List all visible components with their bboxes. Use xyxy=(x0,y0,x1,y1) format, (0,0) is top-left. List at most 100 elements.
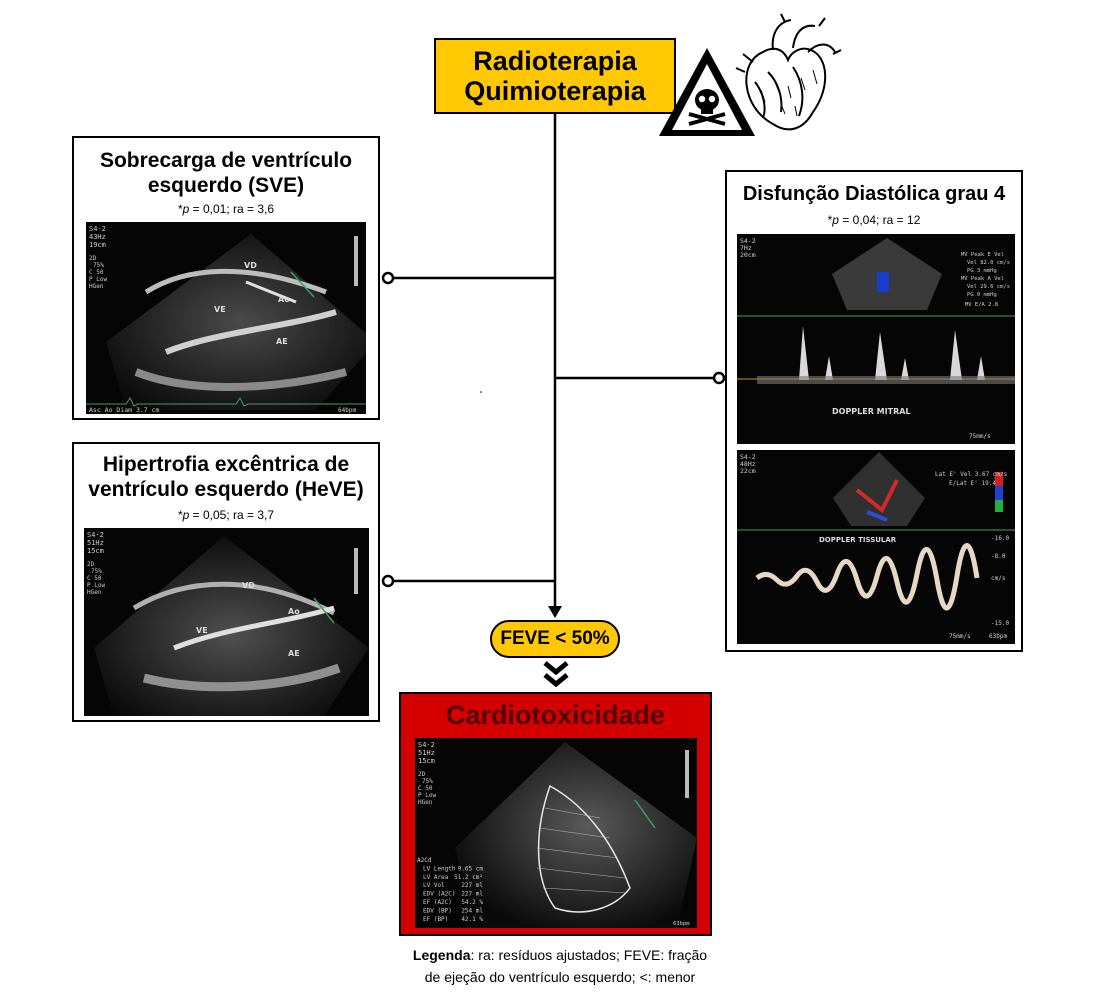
measurement-value: 42.1 % xyxy=(461,916,483,923)
heve-label-ve: VE xyxy=(196,626,208,635)
cardiotoxicity-title: Cardiotoxicidade xyxy=(445,700,666,730)
measurement-label: LV Vol xyxy=(423,882,445,889)
sve-title: Sobrecarga de ventrículo esquerdo (SVE) xyxy=(99,149,353,197)
heve-p-label: p xyxy=(182,508,190,522)
dd1-r5: Vel 29.6 cm/s xyxy=(967,284,1010,290)
measurement-value: 51.2 cm² xyxy=(454,874,483,881)
dd2-r2: E/Lat E' 19.4 xyxy=(949,480,996,487)
heve-echo-mode: 2D xyxy=(87,561,95,568)
dd2-hdr2: 48Hz xyxy=(740,460,756,468)
dd-stat: *p = 0,04; ra = 12 xyxy=(827,213,921,227)
dd1-hdr1: S4-2 xyxy=(740,237,756,245)
diastolic-dysfunction-box: Disfunção Diastólica grau 4 *p = 0,04; r… xyxy=(725,170,1023,652)
dd1-r4: MV Peak A Vel xyxy=(961,276,1004,282)
sve-echo-m2: C 50 xyxy=(89,269,104,276)
sve-echo-m1: 75% xyxy=(93,262,104,269)
heve-echo-hdr2: 51Hz xyxy=(87,539,104,547)
heve-echo-hdr1: S4-2 xyxy=(87,531,104,539)
legend-text-1: : ra: resíduos ajustados; FEVE: fração xyxy=(470,947,708,963)
cardiotoxicity-box: Cardiotoxicidade S4-2 51Hz 15cm 2D 75% C… xyxy=(399,692,712,936)
measurement-label: EDV (A2C) xyxy=(423,891,456,898)
sve-echo-image: S4-2 43Hz 19cm 2D 75% C 50 P Low HGen VD… xyxy=(86,222,366,414)
measurement-value: 227 ml xyxy=(461,891,483,898)
heve-echo-m4: HGen xyxy=(87,589,102,596)
cardio-echo-hdr1: S4-2 xyxy=(418,741,435,749)
dd-title: Disfunção Diastólica grau 4 xyxy=(742,183,1006,205)
heve-stat-text: = 0,05; ra = 3,7 xyxy=(189,508,275,522)
dd1-hdr3: 20cm xyxy=(740,251,756,259)
heve-title: Hipertrofia excêntrica de ventrículo esq… xyxy=(88,453,364,501)
dd-stat-text: = 0,04; ra = 12 xyxy=(838,213,921,227)
sve-label-vd: VD xyxy=(244,261,257,270)
dd1-r1: MV Peak E Vel xyxy=(961,252,1004,258)
feve-badge: FEVE < 50% xyxy=(490,620,620,658)
sve-echo-footer: Asc Ao Diam 3.7 cm xyxy=(89,406,160,414)
cardio-echo-hdr2: 51Hz xyxy=(418,749,435,757)
tissue-doppler-image: S4-2 48Hz 22cm Lat E' Vel 3.67 cm/s E/La… xyxy=(737,450,1015,644)
measurement-label: EF (BP) xyxy=(423,916,448,923)
dd2-s2: -16.0 xyxy=(991,535,1009,542)
sve-label-ae: AE xyxy=(276,337,288,346)
dd2-hdr3: 22cm xyxy=(740,467,756,475)
heve-label-ao: Ao xyxy=(288,607,300,616)
dd2-s4: -15.0 xyxy=(991,620,1009,627)
therapy-line-2: Quimioterapia xyxy=(464,76,646,106)
measurement-value: 9.65 cm xyxy=(458,865,484,872)
measurement-value: 254 ml xyxy=(461,907,483,914)
heve-label-ae: AE xyxy=(288,649,300,658)
cardio-echo-bpm: 63bpm xyxy=(673,921,690,927)
sve-echo-m3: P Low xyxy=(89,276,107,283)
mitral-doppler-image: S4-2 7Hz 20cm MV Peak E Vel Vel 82.0 cm/… xyxy=(737,234,1015,444)
sve-stat: *p = 0,01; ra = 3,6 xyxy=(177,202,275,216)
sve-echo-m4: HGen xyxy=(89,283,104,290)
sve-echo-hdr1: S4-2 xyxy=(89,225,106,233)
sve-box: Sobrecarga de ventrículo esquerdo (SVE) … xyxy=(72,136,380,420)
sve-p-label: p xyxy=(182,202,190,216)
cardio-echo-m2: C 50 xyxy=(418,785,433,792)
legend: Legenda: ra: resíduos ajustados; FEVE: f… xyxy=(390,944,730,988)
cardio-echo-hdr3: 15cm xyxy=(418,757,435,765)
heve-label-vd: VD xyxy=(242,581,255,590)
warning-skull-icon xyxy=(659,48,755,136)
therapy-line-1: Radioterapia xyxy=(473,46,637,76)
sve-label-ve: VE xyxy=(214,305,226,314)
heve-echo-m2: C 50 xyxy=(87,575,102,582)
double-chevron-down-icon xyxy=(543,661,569,688)
dd2-s3: cm/s xyxy=(991,575,1006,582)
heve-box: Hipertrofia excêntrica de ventrículo esq… xyxy=(72,442,380,722)
measurement-label: EDV (BP) xyxy=(423,907,452,914)
sve-stat-text: = 0,01; ra = 3,6 xyxy=(189,202,275,216)
heart-sketch-icon xyxy=(735,13,842,131)
cardio-echo-m3: P Low xyxy=(418,792,436,799)
dd2-label: DOPPLER TISSULAR xyxy=(819,536,897,544)
sve-echo-hdr2: 43Hz xyxy=(89,233,106,241)
dd1-r7: MV E/A 2.8 xyxy=(965,302,998,308)
legend-text-2: de ejeção do ventrículo esquerdo; <: men… xyxy=(424,969,696,985)
cardio-echo-m4: HGen xyxy=(418,799,433,806)
dd1-r2: Vel 82.0 cm/s xyxy=(967,260,1010,266)
dd2-r1: Lat E' Vel 3.67 cm/s xyxy=(935,471,1008,478)
dd2-bpm: 63bpm xyxy=(989,633,1007,640)
dd1-r3: PG 3 mmHg xyxy=(967,268,997,274)
legend-bold: Legenda xyxy=(412,947,471,963)
measurement-label: LV Area xyxy=(423,874,449,881)
measurement-label: A2Cd xyxy=(417,857,432,864)
dd2-speed: 75mm/s xyxy=(949,633,971,640)
therapy-box: Radioterapia Quimioterapia xyxy=(434,38,676,114)
dd1-label: DOPPLER MITRAL xyxy=(832,407,911,416)
cardio-echo-mode: 2D xyxy=(418,771,426,778)
sve-echo-bpm: 64bpm xyxy=(338,407,356,414)
dd-p-label: p xyxy=(832,213,839,227)
measurement-value: 54.2 % xyxy=(461,899,483,906)
heve-stat: *p = 0,05; ra = 3,7 xyxy=(177,508,275,522)
heve-echo-m1: 75% xyxy=(91,568,102,575)
heve-echo-hdr3: 15cm xyxy=(87,547,104,555)
sve-echo-hdr3: 19cm xyxy=(89,241,106,249)
sve-label-ao: Ao xyxy=(278,295,290,304)
measurement-value: 227 ml xyxy=(461,882,483,889)
dd2-hdr1: S4-2 xyxy=(740,453,756,461)
cardiotoxicity-echo-image: S4-2 51Hz 15cm 2D 75% C 50 P Low HGen A2… xyxy=(415,738,697,928)
dd2-s1: -8.0 xyxy=(991,553,1006,560)
